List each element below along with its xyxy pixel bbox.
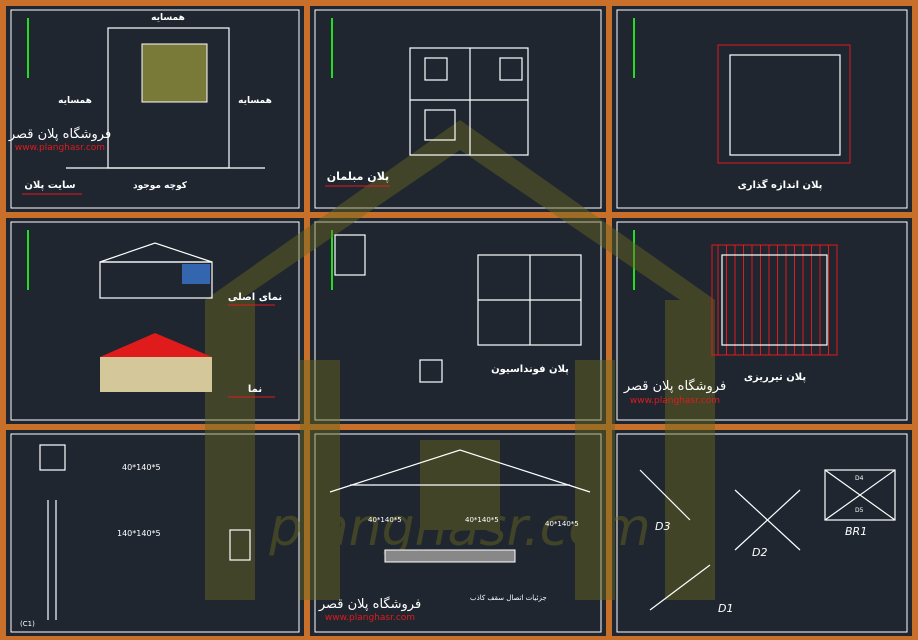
panel-border — [314, 9, 602, 209]
svg-text:www.planghasr.com: www.planghasr.com — [325, 613, 415, 623]
panel-border — [314, 221, 602, 421]
svg-text:www.planghasr.com: www.planghasr.com — [630, 396, 720, 406]
bracing-details: D3 D2 D1 BR1 D4 D5 — [639, 469, 896, 615]
panel-6 — [612, 218, 912, 424]
svg-text:فروشگاه پلان قصر: فروشگاه پلان قصر — [623, 378, 726, 394]
panel-border — [616, 9, 908, 209]
svg-text:D1: D1 — [718, 602, 733, 615]
truss-detail: 40*140*5 40*140*5 40*140*5 جزئیات اتصال … — [318, 449, 591, 623]
svg-text:D3: D3 — [655, 520, 670, 533]
panel-border — [616, 221, 908, 421]
panel-border — [10, 9, 300, 209]
panel-border — [616, 433, 908, 633]
svg-text:پلان مبلمان: پلان مبلمان — [327, 170, 389, 183]
watermark-logo: planghasr.com — [205, 120, 715, 600]
panel-3 — [612, 6, 912, 212]
foundation-plan: پلان فونداسیون — [334, 234, 582, 383]
furniture-plan: پلان مبلمان — [325, 47, 529, 187]
svg-text:پلان اندازه گذاری: پلان اندازه گذاری — [738, 178, 823, 191]
svg-text:40*140*5: 40*140*5 — [122, 463, 161, 472]
svg-text:سایت پلان: سایت پلان — [24, 180, 75, 191]
beam-plan — [711, 244, 838, 356]
svg-text:پلان تیرریزی: پلان تیرریزی — [744, 372, 807, 383]
svg-text:40*140*5: 40*140*5 — [545, 520, 579, 528]
svg-text:40*140*5: 40*140*5 — [368, 516, 402, 524]
panel-5 — [310, 218, 606, 424]
svg-text:BR1: BR1 — [845, 525, 867, 538]
svg-text:فروشگاه پلان قصر: فروشگاه پلان قصر — [318, 596, 421, 612]
svg-text:همسایه: همسایه — [151, 13, 185, 23]
svg-text:D4: D4 — [855, 475, 864, 482]
svg-text:40*140*5: 40*140*5 — [465, 516, 499, 524]
svg-text:نما: نما — [248, 384, 262, 395]
svg-text:D2: D2 — [752, 546, 767, 559]
svg-text:D5: D5 — [855, 507, 864, 514]
watermark-text: planghasr.com — [268, 498, 650, 558]
svg-text:(C1): (C1) — [20, 620, 35, 628]
panel-1 — [6, 6, 304, 212]
site-plan: همسایه همسایه همسایه کوچه موجود سایت پلا… — [8, 13, 272, 195]
svg-text:www.planghasr.com: www.planghasr.com — [15, 143, 105, 153]
svg-text:فروشگاه پلان قصر: فروشگاه پلان قصر — [8, 126, 111, 142]
svg-text:کوچه موجود: کوچه موجود — [133, 181, 188, 191]
panel-border — [314, 433, 602, 633]
dimension-plan: پلان اندازه گذاری — [717, 44, 851, 191]
svg-text:جزئیات اتصال سقف کاذب: جزئیات اتصال سقف کاذب — [470, 594, 547, 602]
svg-text:140*140*5: 140*140*5 — [117, 529, 161, 538]
panel-border — [10, 433, 300, 633]
elevation: نمای اصلی نما — [99, 242, 282, 398]
panel-8 — [310, 430, 606, 636]
svg-text:همسایه: همسایه — [238, 96, 272, 106]
column-details: 40*140*5 140*140*5 (C1) — [20, 444, 251, 628]
panel-2 — [310, 6, 606, 212]
svg-text:پلان فونداسیون: پلان فونداسیون — [491, 364, 569, 375]
panel-border — [10, 221, 300, 421]
svg-text:همسایه: همسایه — [58, 96, 92, 106]
svg-text:نمای اصلی: نمای اصلی — [228, 292, 282, 303]
